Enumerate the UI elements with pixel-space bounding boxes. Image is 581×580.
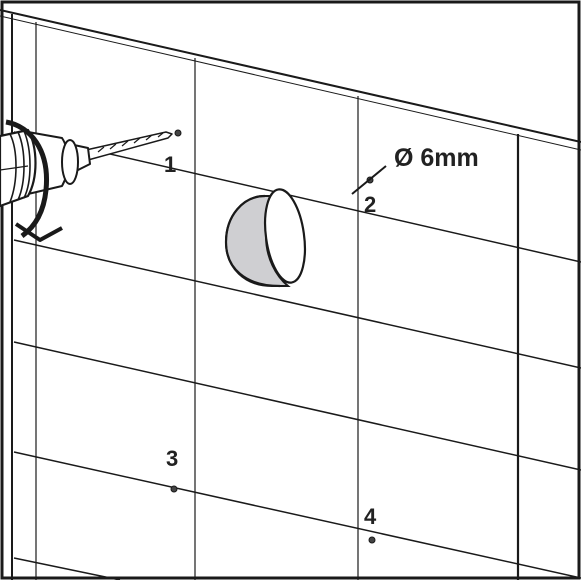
hole-label-4: 4 <box>364 504 377 529</box>
ceiling-edge <box>0 9 581 143</box>
ceiling-edge-inner <box>0 15 581 151</box>
horizontal-tile-joints <box>13 131 581 580</box>
vertical-tile-joints <box>35 22 520 580</box>
hole-1-mark <box>174 129 182 137</box>
diameter-label: Ø 6mm <box>394 144 479 172</box>
duct-opening-icon <box>224 188 307 288</box>
hole-label-1: 1 <box>164 152 176 177</box>
drill-icon <box>0 128 173 208</box>
hole-3-mark <box>170 485 178 493</box>
hole-label-2: 2 <box>364 192 376 217</box>
hole-4-mark <box>368 536 376 544</box>
diameter-leader-line <box>351 165 387 195</box>
rotation-arrow-icon <box>5 119 63 242</box>
hole-label-3: 3 <box>166 446 178 471</box>
